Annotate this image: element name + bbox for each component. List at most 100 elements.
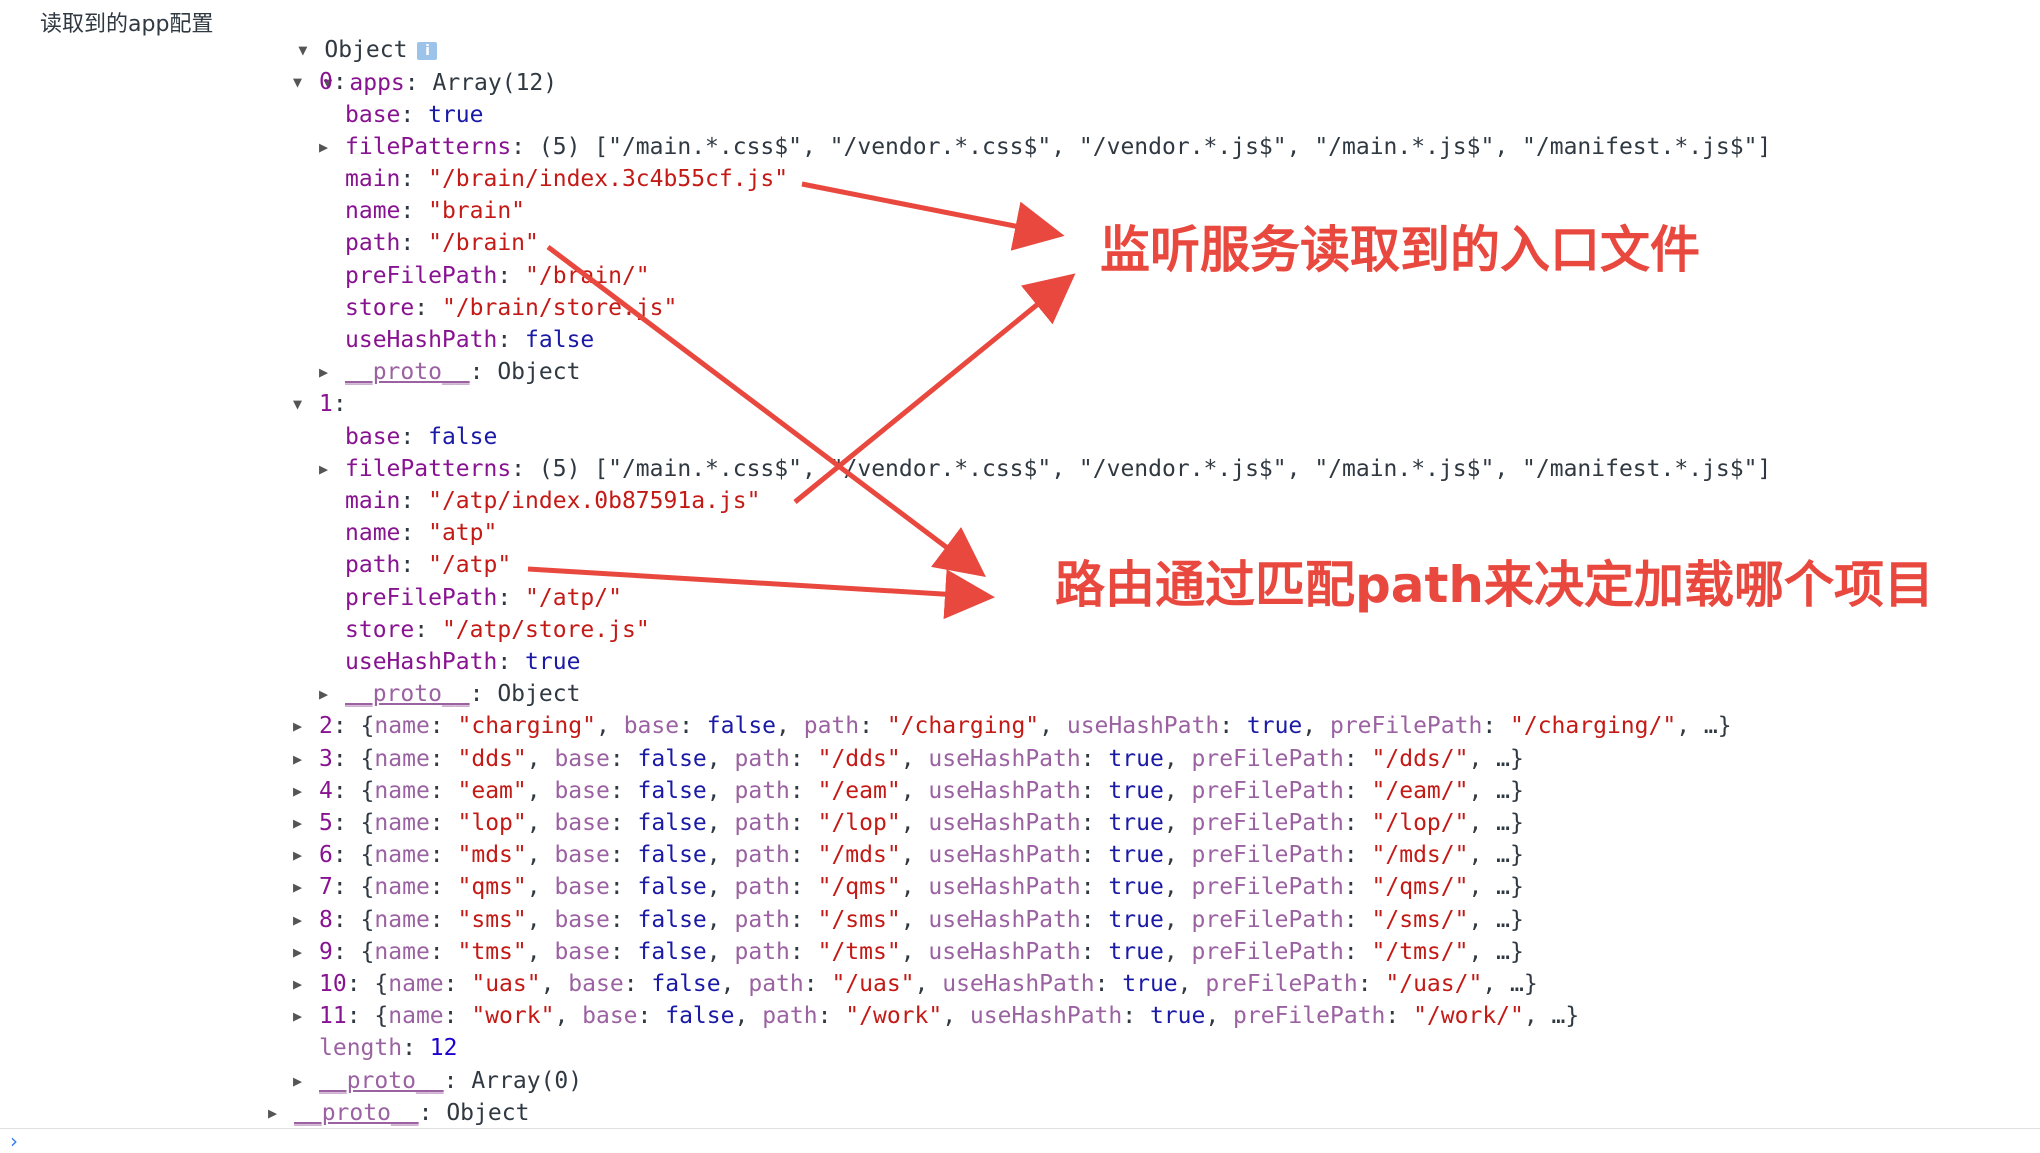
root-proto-row[interactable]: ▶__proto__: Object — [268, 1097, 529, 1129]
property-row[interactable]: ▶__proto__: Object — [319, 678, 580, 710]
item-index: 8 — [319, 907, 333, 933]
property-value: "brain" — [428, 198, 526, 224]
property-key: path — [345, 552, 401, 578]
usehashpath-value: true — [1108, 778, 1164, 804]
expand-triangle-icon[interactable]: ▶ — [293, 717, 303, 735]
name-value: "sms" — [457, 907, 527, 933]
expand-triangle-icon[interactable]: ▼ — [323, 74, 333, 92]
collapsed-item-row[interactable]: ▶3: {name: "dds", base: false, path: "/d… — [293, 743, 1524, 775]
property-key: __proto__ — [345, 359, 470, 385]
expand-triangle-icon[interactable]: ▶ — [319, 685, 329, 703]
property-key: useHashPath — [345, 327, 498, 353]
property-key: main — [345, 166, 401, 192]
collapsed-item-row[interactable]: ▶9: {name: "tms", base: false, path: "/t… — [293, 936, 1524, 968]
property-row: ▶main: "/brain/index.3c4b55cf.js" — [345, 166, 789, 192]
item-index: 5 — [319, 810, 333, 836]
arrow-main-0 — [801, 181, 1065, 251]
item-index: 1 — [319, 391, 333, 417]
property-value: false — [428, 424, 498, 450]
array-proto-row[interactable]: ▶__proto__: Array(0) — [293, 1065, 582, 1097]
expand-triangle-icon[interactable]: ▶ — [293, 878, 303, 896]
collapsed-item-row[interactable]: ▶6: {name: "mds", base: false, path: "/m… — [293, 839, 1524, 871]
property-row[interactable]: ▶filePatterns: (5) ["/main.*.css$", "/ve… — [319, 453, 1771, 485]
collapsed-item-row[interactable]: ▶4: {name: "eam", base: false, path: "/e… — [293, 775, 1524, 807]
item-index: 6 — [319, 842, 333, 868]
property-value: "/atp/" — [525, 585, 622, 611]
expand-triangle-icon[interactable]: ▶ — [293, 975, 303, 993]
prefilepath-value: "/sms/" — [1371, 907, 1469, 933]
property-row: ▶path: "/brain" — [345, 230, 539, 256]
expand-triangle-icon[interactable]: ▶ — [293, 1007, 303, 1025]
annotation-entry-file: 监听服务读取到的入口文件 — [1100, 221, 1700, 279]
expand-triangle-icon[interactable]: ▶ — [319, 138, 329, 156]
expand-triangle-icon[interactable]: ▼ — [298, 41, 308, 59]
expand-triangle-icon[interactable]: ▶ — [293, 911, 303, 929]
expand-triangle-icon[interactable]: ▶ — [293, 846, 303, 864]
property-key: name — [345, 198, 401, 224]
prefilepath-value: "/qms/" — [1371, 874, 1469, 900]
expand-triangle-icon[interactable]: ▼ — [293, 73, 303, 91]
prefilepath-value: "/charging/" — [1510, 713, 1677, 739]
property-value: Object — [497, 681, 581, 707]
path-value: "/eam" — [817, 778, 901, 804]
property-key: filePatterns — [345, 456, 512, 482]
path-value: "/lop" — [817, 810, 901, 836]
collapsed-item-row[interactable]: ▶5: {name: "lop", base: false, path: "/l… — [293, 807, 1524, 839]
expand-triangle-icon[interactable]: ▶ — [319, 363, 329, 381]
annotation-routing: 路由通过匹配path来决定加载哪个项目 — [1055, 556, 1935, 614]
property-row: ▶base: false — [345, 424, 498, 450]
item-index: 4 — [319, 778, 333, 804]
property-row: ▶store: "/atp/store.js" — [345, 617, 650, 643]
array-item-row[interactable]: ▼0: — [293, 66, 347, 98]
name-value: "lop" — [457, 810, 527, 836]
path-value: "/charging" — [886, 713, 1040, 739]
info-icon[interactable]: i — [417, 41, 438, 60]
name-value: "dds" — [457, 746, 527, 772]
name-value: "eam" — [457, 778, 527, 804]
apps-row[interactable]: ▼apps: Array(12) — [268, 35, 557, 96]
collapsed-item-row[interactable]: ▶7: {name: "qms", base: false, path: "/q… — [293, 871, 1524, 903]
name-value: "uas" — [471, 971, 541, 997]
expand-triangle-icon[interactable]: ▼ — [293, 395, 303, 413]
prompt-chevron-icon: › — [10, 1129, 18, 1153]
item-index: 11 — [319, 1003, 347, 1029]
path-value: "/uas" — [831, 971, 915, 997]
expand-triangle-icon[interactable]: ▶ — [293, 814, 303, 832]
expand-triangle-icon[interactable]: ▶ — [293, 943, 303, 961]
property-key: __proto__ — [345, 681, 470, 707]
collapsed-item-row[interactable]: ▶2: {name: "charging", base: false, path… — [293, 710, 1732, 742]
expand-triangle-icon[interactable]: ▶ — [293, 1072, 303, 1090]
property-key: useHashPath — [345, 649, 498, 675]
property-value: "atp" — [428, 520, 498, 546]
length-row: ▶length: 12 — [319, 1035, 458, 1061]
path-value: "/sms" — [817, 907, 901, 933]
base-value: false — [637, 778, 707, 804]
collapsed-item-row[interactable]: ▶8: {name: "sms", base: false, path: "/s… — [293, 904, 1524, 936]
property-row[interactable]: ▶filePatterns: (5) ["/main.*.css$", "/ve… — [319, 131, 1771, 163]
root-type: Object — [324, 37, 408, 63]
array-item-row[interactable]: ▼1: — [293, 388, 347, 420]
item-index: 3 — [319, 746, 333, 772]
expand-triangle-icon[interactable]: ▶ — [268, 1104, 278, 1122]
collapsed-item-row[interactable]: ▶11: {name: "work", base: false, path: "… — [293, 1000, 1579, 1032]
path-value: "/dds" — [817, 746, 901, 772]
length-value: 12 — [429, 1035, 458, 1061]
length-key: length — [319, 1035, 403, 1061]
apps-key: apps — [349, 70, 405, 96]
property-value: (5) ["/main.*.css$", "/vendor.*.css$", "… — [538, 134, 1772, 160]
item-index: 10 — [319, 971, 347, 997]
usehashpath-value: true — [1108, 746, 1164, 772]
expand-triangle-icon[interactable]: ▶ — [293, 750, 303, 768]
property-value: true — [428, 102, 484, 128]
console-prompt[interactable]: › — [0, 1128, 2040, 1153]
property-row[interactable]: ▶__proto__: Object — [319, 356, 580, 388]
property-value: "/atp/index.0b87591a.js" — [428, 488, 761, 514]
proto-key: __proto__ — [294, 1100, 419, 1126]
property-value: false — [525, 327, 595, 353]
item-index: 2 — [319, 713, 333, 739]
expand-triangle-icon[interactable]: ▶ — [319, 460, 329, 478]
collapsed-item-row[interactable]: ▶10: {name: "uas", base: false, path: "/… — [293, 968, 1538, 1000]
expand-triangle-icon[interactable]: ▶ — [293, 782, 303, 800]
